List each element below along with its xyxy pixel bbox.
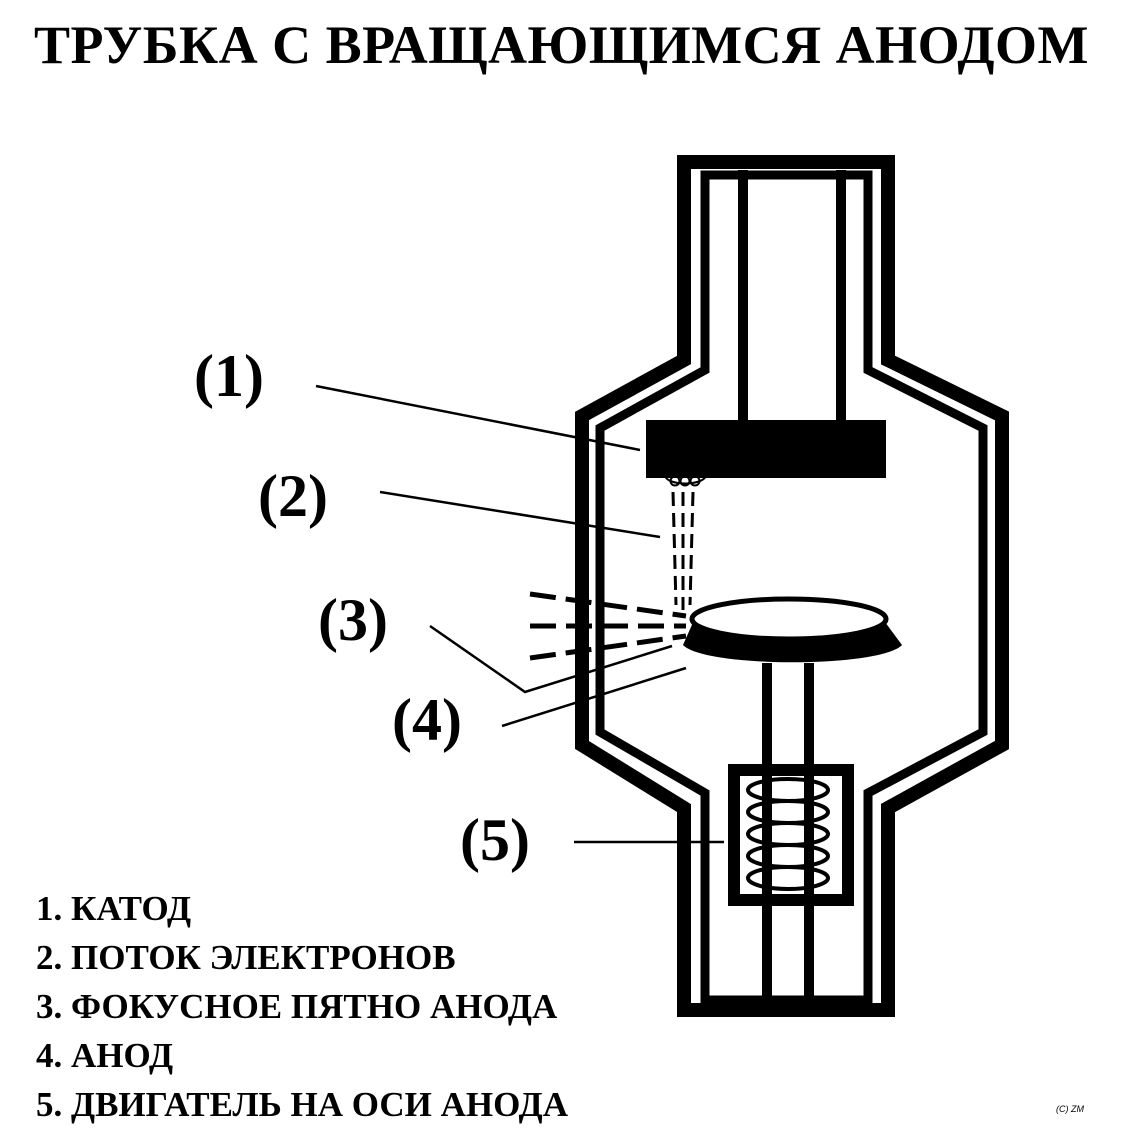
legend: 1. КАТОД 2. ПОТОК ЭЛЕКТРОНОВ 3. ФОКУСНОЕ… (36, 884, 568, 1129)
electron-stream (671, 491, 695, 610)
tube-envelope-outer (575, 155, 1009, 1017)
diagram-title: ТРУБКА С ВРАЩАЮЩИМСЯ АНОДОМ (33, 15, 1090, 75)
callout-1: (1) (194, 343, 264, 409)
cathode-lead-right (836, 170, 846, 422)
motor-shaft-inner-left (762, 776, 772, 894)
legend-item: 4. АНОД (36, 1036, 174, 1075)
leader-line-4 (501, 666, 687, 728)
leader-lines (315, 384, 724, 844)
x-ray-beams (529, 591, 687, 661)
motor-coil (746, 777, 830, 891)
cathode-filament (664, 475, 707, 487)
cathode-block (646, 420, 886, 478)
callout-4: (4) (392, 687, 462, 753)
legend-item: 1. КАТОД (36, 889, 192, 928)
legend-item: 5. ДВИГАТЕЛЬ НА ОСИ АНОДА (36, 1085, 568, 1124)
anode-disc (683, 596, 902, 663)
legend-item: 3. ФОКУСНОЕ ПЯТНО АНОДА (36, 987, 558, 1026)
callout-5: (5) (460, 807, 530, 873)
leader-line-1 (315, 384, 641, 452)
callout-2: (2) (258, 463, 328, 529)
cathode-lead-left (738, 170, 748, 422)
motor-shaft-inner-right (804, 776, 814, 894)
leader-line-3 (429, 624, 673, 694)
tube-envelope-inner (595, 170, 988, 1005)
copyright-note: (C) ZM (1056, 1104, 1084, 1114)
legend-item: 2. ПОТОК ЭЛЕКТРОНОВ (36, 938, 456, 977)
callout-3: (3) (318, 587, 388, 653)
leader-line-2 (379, 490, 661, 539)
